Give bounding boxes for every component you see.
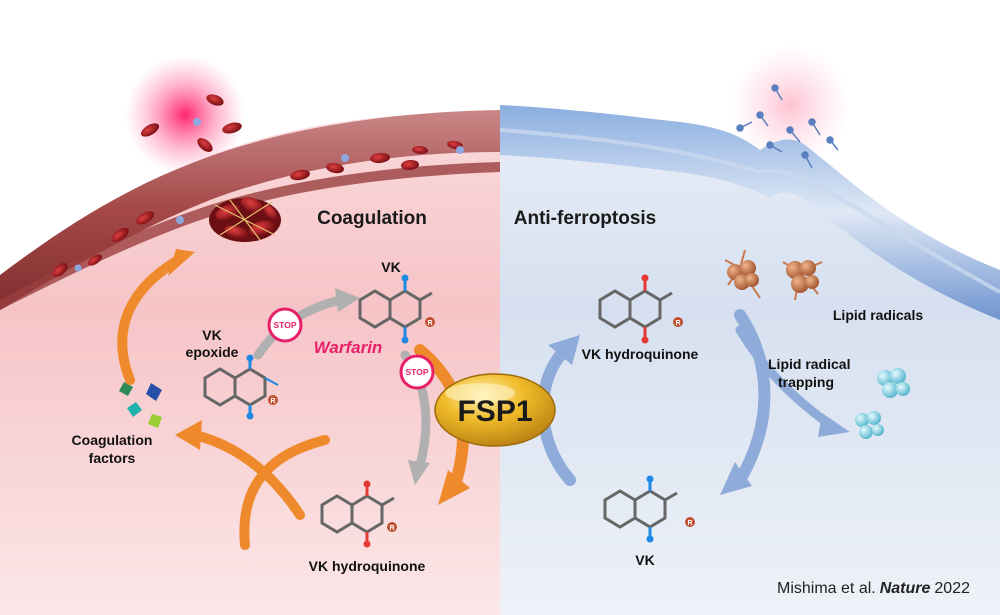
- vk-hydroquinone-molecule-left: R: [320, 480, 397, 548]
- r-group-label-1: R: [427, 320, 432, 327]
- lipid-radical-clusters: [724, 249, 823, 301]
- lipid-radical-trapping-line1: Lipid radical: [768, 356, 850, 372]
- trapped-radical-clusters: [855, 368, 910, 439]
- vk-epoxide-label-line1: VK: [202, 327, 221, 343]
- citation: Mishima et al. Nature 2022: [777, 580, 970, 597]
- r-group-label-3: R: [389, 525, 394, 532]
- vk-hydroquinone-molecule-right: R: [598, 274, 683, 344]
- r-group-label-5: R: [687, 520, 692, 527]
- blood-clot: [209, 196, 281, 242]
- cell-membrane: [500, 105, 1000, 320]
- vk-epoxide-label-line2: epoxide: [186, 344, 239, 360]
- blue-arrowheads: [548, 335, 850, 495]
- vk-molecule-left: R: [358, 274, 435, 344]
- fsp1-label: FSP1: [457, 395, 532, 428]
- r-group-label-2: R: [270, 398, 275, 405]
- stop-sign-1: STOP: [267, 307, 303, 343]
- vk-molecule-right: R: [603, 475, 695, 543]
- coagulation-factors-line1: Coagulation: [72, 432, 153, 448]
- orange-arrowheads: [168, 249, 470, 505]
- lipid-fragments: [736, 84, 839, 169]
- gray-arrowheads: [335, 288, 430, 485]
- bleeding-glow: [125, 55, 245, 175]
- red-blood-cells: [52, 94, 464, 277]
- vk-label-left: VK: [381, 259, 400, 275]
- coagulation-title: Coagulation: [317, 208, 427, 229]
- stop-sign-2: STOP: [399, 354, 435, 390]
- r-group-label-4: R: [675, 320, 680, 327]
- anti-ferroptosis-title: Anti-ferroptosis: [514, 208, 657, 229]
- stop-label-1: STOP: [274, 320, 297, 330]
- lipid-radical-trapping-line2: trapping: [778, 374, 834, 390]
- stop-label-2: STOP: [406, 367, 429, 377]
- citation-text: Mishima et al. Nature 2022: [777, 580, 970, 597]
- vk-label-right: VK: [635, 552, 654, 568]
- vk-hydroquinone-label-left: VK hydroquinone: [309, 558, 426, 574]
- lipid-radicals-label: Lipid radicals: [833, 307, 923, 323]
- membrane-core: [499, 128, 1000, 294]
- coagulation-factors-line2: factors: [89, 450, 136, 466]
- warfarin-label: Warfarin: [314, 338, 383, 357]
- vk-hydroquinone-label-right: VK hydroquinone: [582, 346, 699, 362]
- citation-authors: Mishima et al.: [777, 580, 876, 597]
- citation-journal: Nature: [880, 580, 931, 597]
- coagulation-factor-shapes: [119, 382, 162, 428]
- citation-year: 2022: [934, 580, 970, 597]
- vk-epoxide-molecule: R: [203, 354, 279, 420]
- fsp1-enzyme: FSP1: [434, 373, 556, 447]
